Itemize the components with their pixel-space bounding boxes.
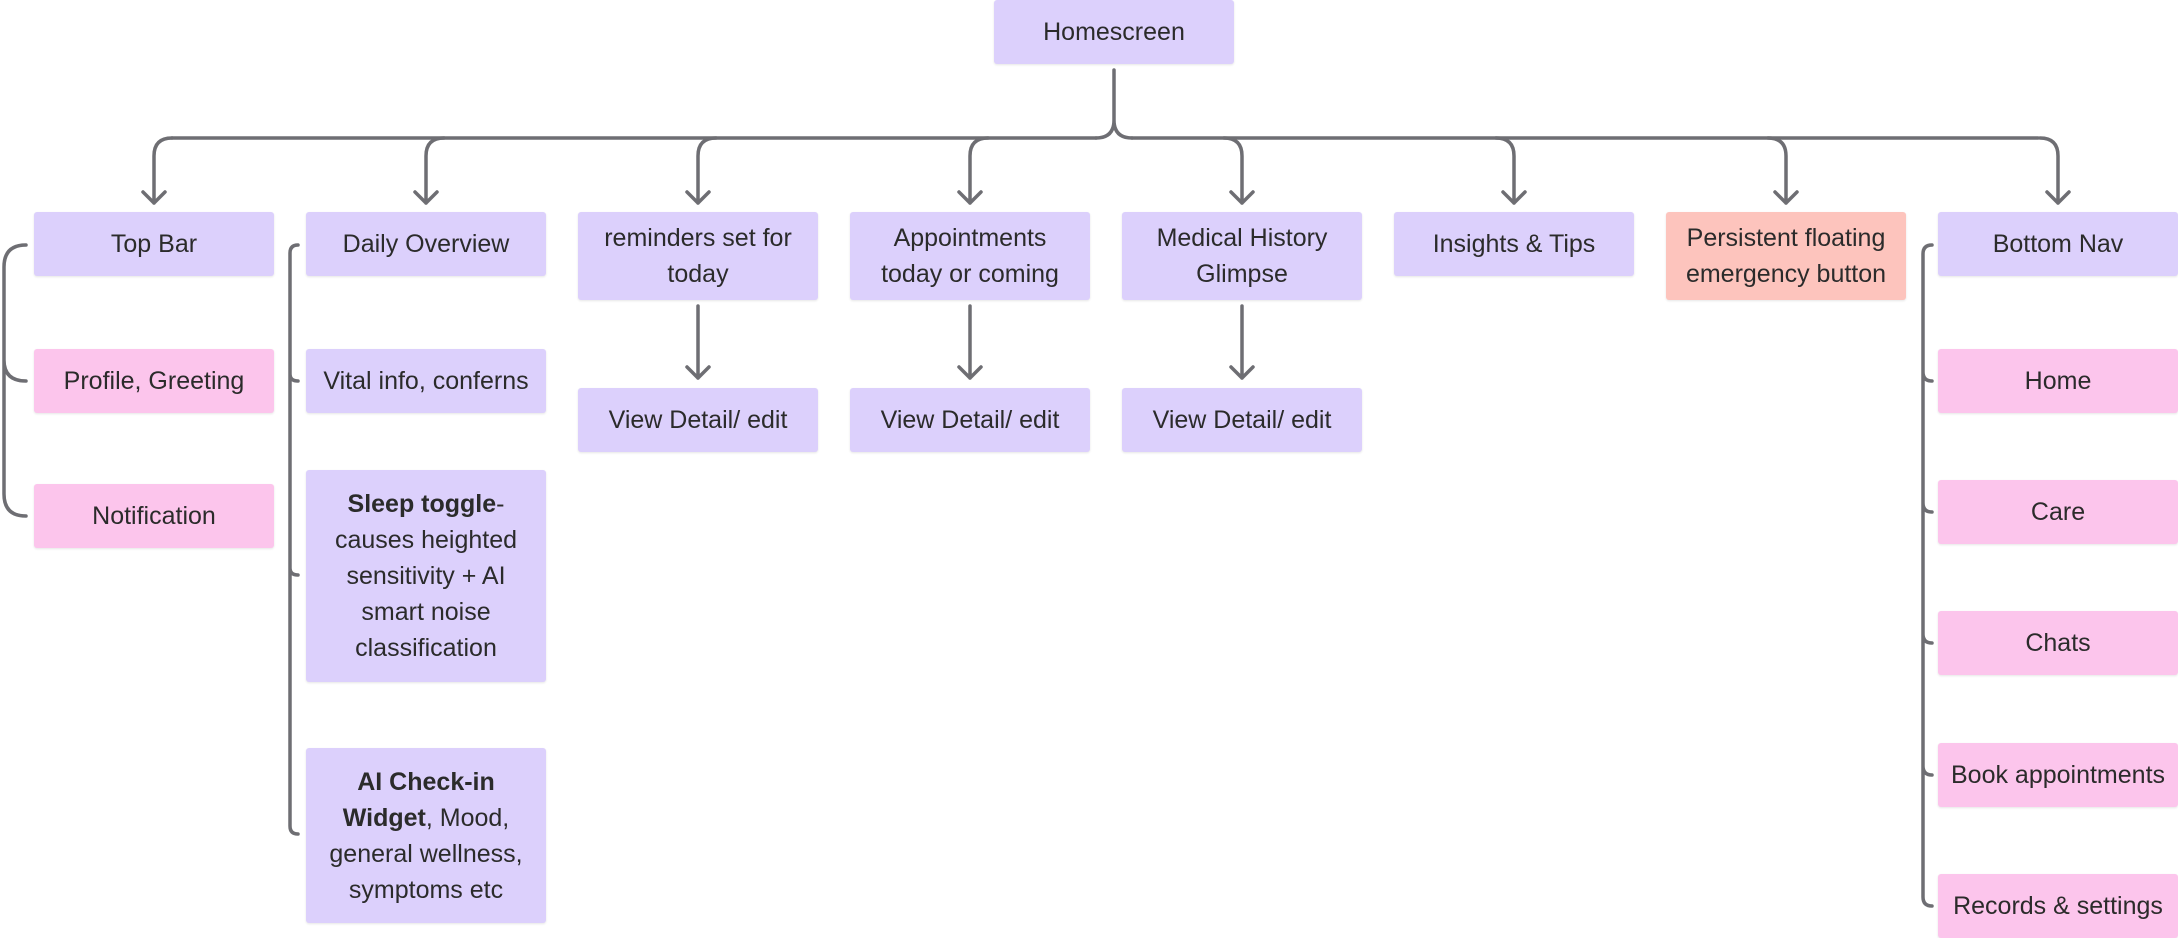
node-reminders-label: reminders set for today (604, 224, 792, 288)
node-nav-records-settings-label: Records & settings (1953, 892, 2163, 920)
node-daily-overview-label: Daily Overview (342, 230, 510, 258)
node-nav-chats[interactable]: Chats (1938, 611, 2178, 675)
node-ai-checkin[interactable]: AI Check-in Widget, Mood, general wellne… (306, 748, 546, 923)
node-appointments-label: Appointments today or coming (881, 224, 1059, 288)
node-notification-label: Notification (92, 502, 216, 530)
drop-line-emergency (1766, 136, 1799, 205)
node-nav-book-appointments[interactable]: Book appointments (1938, 743, 2178, 807)
node-vital-info-label: Vital info, conferns (323, 367, 529, 395)
node-nav-home[interactable]: Home (1938, 349, 2178, 413)
node-medical-history-detail[interactable]: View Detail/ edit (1122, 388, 1362, 452)
node-profile-greeting[interactable]: Profile, Greeting (34, 349, 274, 413)
node-homescreen-label: Homescreen (1043, 18, 1185, 46)
node-top-bar-label: Top Bar (110, 230, 198, 258)
node-daily-overview[interactable]: Daily Overview (306, 212, 546, 276)
node-appointments-detail-label: View Detail/ edit (880, 406, 1060, 434)
node-emergency-button-label: Persistent floating emergency button (1685, 224, 1887, 288)
drop-line-top-bar (141, 136, 174, 205)
node-nav-chats-label: Chats (2025, 629, 2091, 657)
detail-arrow-reminders (685, 304, 711, 380)
drop-line-daily-overview (413, 136, 446, 205)
detail-arrow-medical-history (1229, 304, 1255, 380)
node-appointments-detail[interactable]: View Detail/ edit (850, 388, 1090, 452)
node-reminders[interactable]: reminders set for today (578, 212, 818, 300)
node-notification[interactable]: Notification (34, 484, 274, 548)
drop-line-insights (1494, 136, 1527, 205)
node-bottom-nav-label: Bottom Nav (1992, 230, 2124, 258)
node-insights-tips-label: Insights & Tips (1432, 230, 1596, 258)
node-nav-home-label: Home (2024, 367, 2092, 395)
drop-line-reminders (685, 136, 718, 205)
node-emergency-button[interactable]: Persistent floating emergency button (1666, 212, 1906, 300)
node-reminders-detail[interactable]: View Detail/ edit (578, 388, 818, 452)
node-appointments[interactable]: Appointments today or coming (850, 212, 1090, 300)
node-nav-care[interactable]: Care (1938, 480, 2178, 544)
node-vital-info[interactable]: Vital info, conferns (306, 349, 546, 413)
node-ai-checkin-bold: AI Check-in Widget (342, 767, 495, 832)
drop-line-bottom-nav (2038, 136, 2071, 205)
node-sleep-toggle-text: Sleep toggle- causes heighted sensitivit… (316, 486, 536, 666)
bracket-bottom-nav (1921, 243, 1934, 908)
node-top-bar[interactable]: Top Bar (34, 212, 274, 276)
drop-line-appointments (957, 136, 990, 205)
node-bottom-nav[interactable]: Bottom Nav (1938, 212, 2178, 276)
node-sleep-toggle-rest: - causes heighted sensitivity + AI smart… (334, 490, 518, 662)
bracket-top-bar (2, 243, 28, 518)
node-ai-checkin-rest: , Mood, general wellness, symptoms etc (329, 803, 523, 904)
node-medical-history[interactable]: Medical History Glimpse (1122, 212, 1362, 300)
drop-line-medical-history (1222, 136, 1255, 205)
node-nav-book-appointments-label: Book appointments (1950, 761, 2166, 789)
node-homescreen[interactable]: Homescreen (994, 0, 1234, 64)
node-nav-care-label: Care (2030, 498, 2086, 526)
root-trunk-line (1094, 68, 1134, 140)
bracket-daily-overview (288, 243, 300, 836)
node-nav-records-settings[interactable]: Records & settings (1938, 874, 2178, 938)
node-medical-history-detail-label: View Detail/ edit (1152, 406, 1332, 434)
node-sleep-toggle-bold: Sleep toggle (347, 490, 497, 518)
node-reminders-detail-label: View Detail/ edit (608, 406, 788, 434)
node-insights-tips[interactable]: Insights & Tips (1394, 212, 1634, 276)
detail-arrow-appointments (957, 304, 983, 380)
node-sleep-toggle[interactable]: Sleep toggle- causes heighted sensitivit… (306, 470, 546, 682)
node-medical-history-label: Medical History Glimpse (1156, 224, 1328, 288)
node-ai-checkin-text: AI Check-in Widget, Mood, general wellne… (316, 764, 536, 908)
node-profile-greeting-label: Profile, Greeting (63, 367, 245, 395)
